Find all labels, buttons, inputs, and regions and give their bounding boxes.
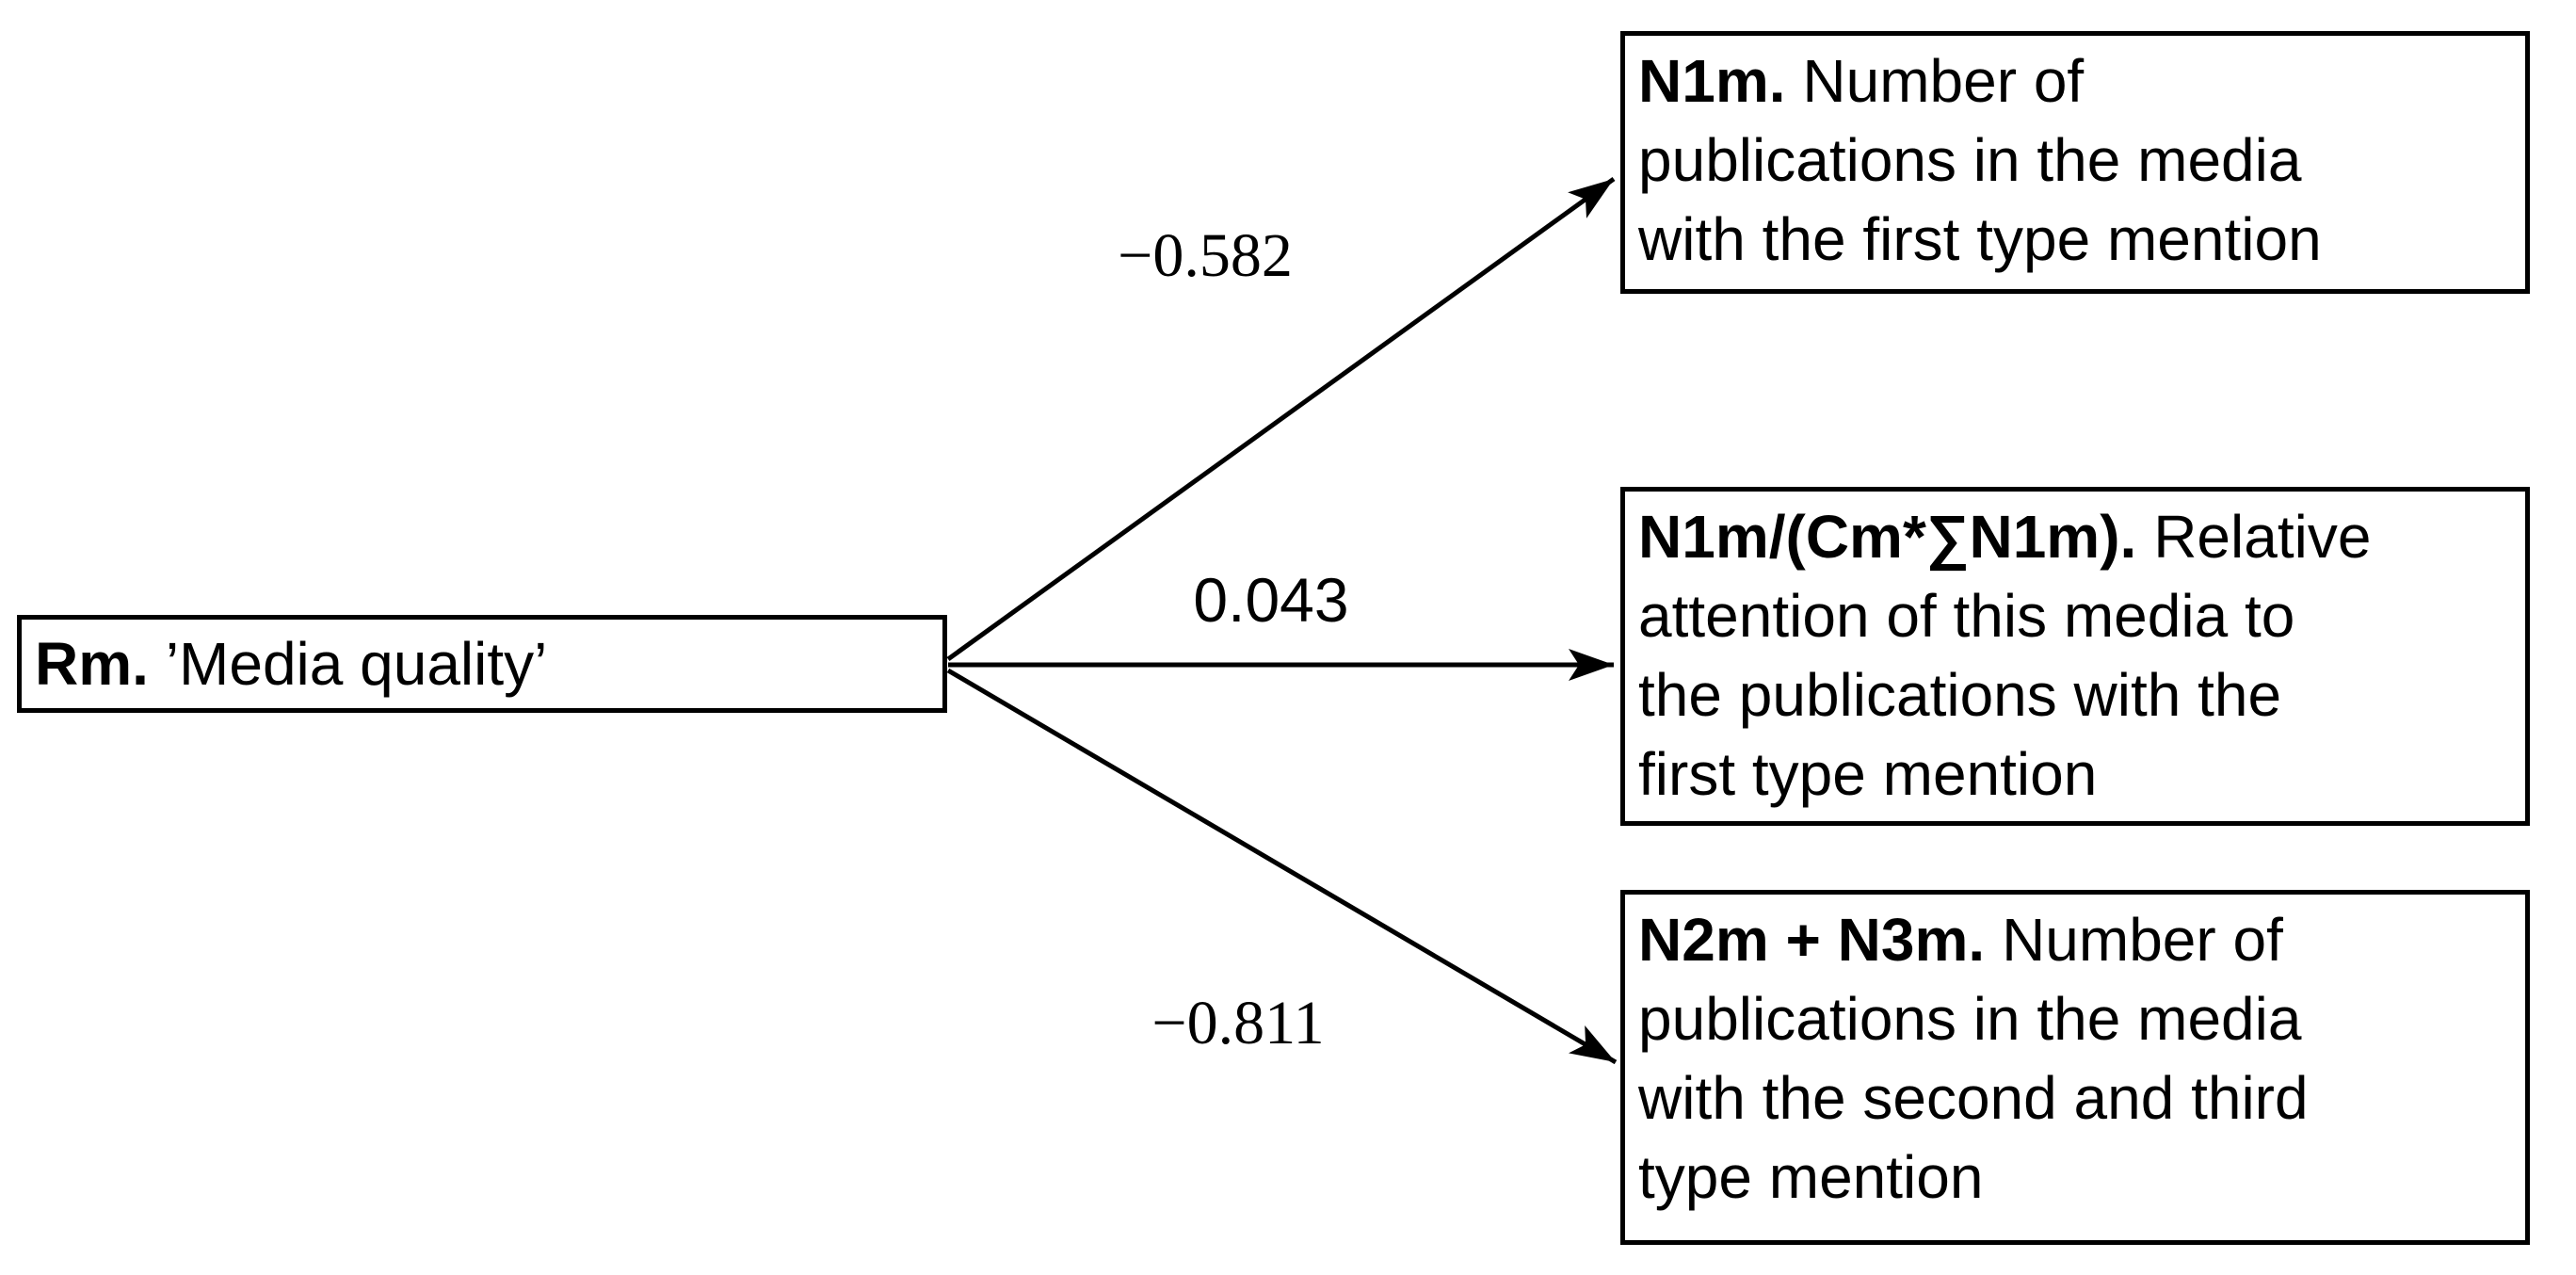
target-node-n2m-n3m-description: Number of publications in the media with… <box>1638 906 2309 1211</box>
edge-coefficient-n2m-n3m: −0.811 <box>1151 989 1325 1057</box>
edge-arrow-n1m <box>946 176 1616 662</box>
edge-coefficient-relative-attention: 0.043 <box>1193 565 1349 635</box>
source-node-rm: Rm.’Media quality’ <box>17 615 947 713</box>
source-node-label: ’Media quality’ <box>165 630 548 698</box>
target-node-n1m: N1m.Number of publications in the media … <box>1620 31 2530 294</box>
target-node-n1m-description: Number of publications in the media with… <box>1638 47 2322 273</box>
target-node-n1m-id: N1m. <box>1638 47 1786 115</box>
source-node-id: Rm. <box>35 630 149 698</box>
target-node-n2m-n3m-id: N2m + N3m. <box>1638 906 1986 974</box>
edge-arrow-n2m-n3m <box>946 668 1618 1065</box>
target-node-n2m-n3m: N2m + N3m.Number of publications in the … <box>1620 890 2530 1245</box>
edge-coefficient-n1m: −0.582 <box>1118 221 1293 290</box>
target-node-relative-attention-id: N1m/(Cm*∑N1m). <box>1638 503 2137 571</box>
target-node-relative-attention-description: Relative attention of this media to the … <box>1638 503 2372 808</box>
target-node-relative-attention: N1m/(Cm*∑N1m).Relative attention of this… <box>1620 487 2530 826</box>
